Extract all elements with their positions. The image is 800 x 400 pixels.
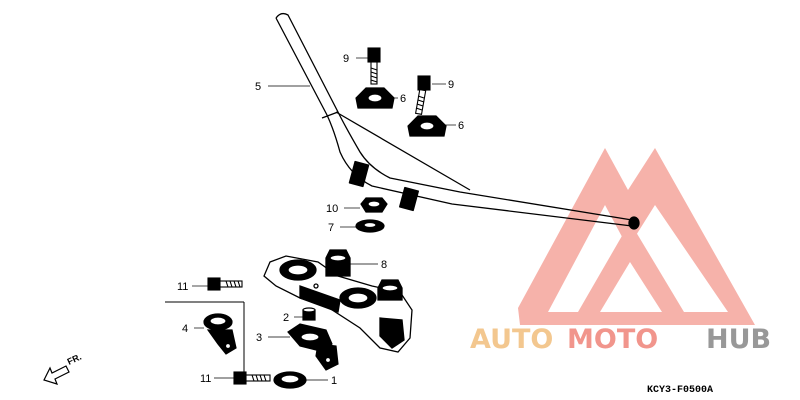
callout-6-left: 6 — [400, 93, 406, 105]
watermark-wordmark: AUTO MOTO HUB — [470, 324, 771, 355]
callout-11-upper: 11 — [177, 281, 188, 293]
callout-9-left: 9 — [343, 53, 349, 65]
upper-holder-right — [407, 115, 447, 137]
nut-10 — [360, 197, 388, 213]
callout-10: 10 — [326, 203, 338, 215]
bolt-11-lower — [233, 371, 271, 385]
callout-2: 2 — [283, 312, 289, 324]
top-bridge — [263, 249, 413, 353]
front-direction-arrow-icon: FR. — [43, 352, 83, 385]
lower-holder-3 — [287, 323, 339, 371]
callout-11-lower: 11 — [200, 373, 211, 385]
drawing-code: KCY3-F0500A — [647, 385, 713, 396]
callout-5: 5 — [255, 81, 261, 93]
bolt-11-upper — [207, 277, 243, 291]
callout-8: 8 — [381, 259, 387, 271]
bolt-9-right — [414, 75, 431, 115]
watermark-part-auto: AUTO — [470, 324, 553, 355]
handlebar — [275, 12, 640, 230]
spacer-2 — [302, 307, 316, 321]
direction-label: FR. — [66, 352, 83, 367]
callout-9-right: 9 — [448, 79, 454, 91]
watermark-part-hub: HUB — [706, 324, 771, 355]
watermark-part-moto: MOTO — [567, 324, 658, 355]
clamp-4 — [203, 313, 237, 355]
leader-lines — [192, 57, 456, 381]
callout-1: 1 — [331, 375, 337, 387]
bolt-9-left — [367, 47, 381, 85]
washer-7 — [355, 219, 385, 233]
callout-3: 3 — [256, 332, 262, 344]
inset-box-part-4 — [165, 301, 245, 382]
callout-4: 4 — [182, 323, 188, 335]
rubber-1 — [273, 371, 307, 389]
watermark-triangle-logo — [518, 148, 755, 325]
callout-6-right: 6 — [458, 120, 464, 132]
callout-7: 7 — [328, 222, 334, 234]
